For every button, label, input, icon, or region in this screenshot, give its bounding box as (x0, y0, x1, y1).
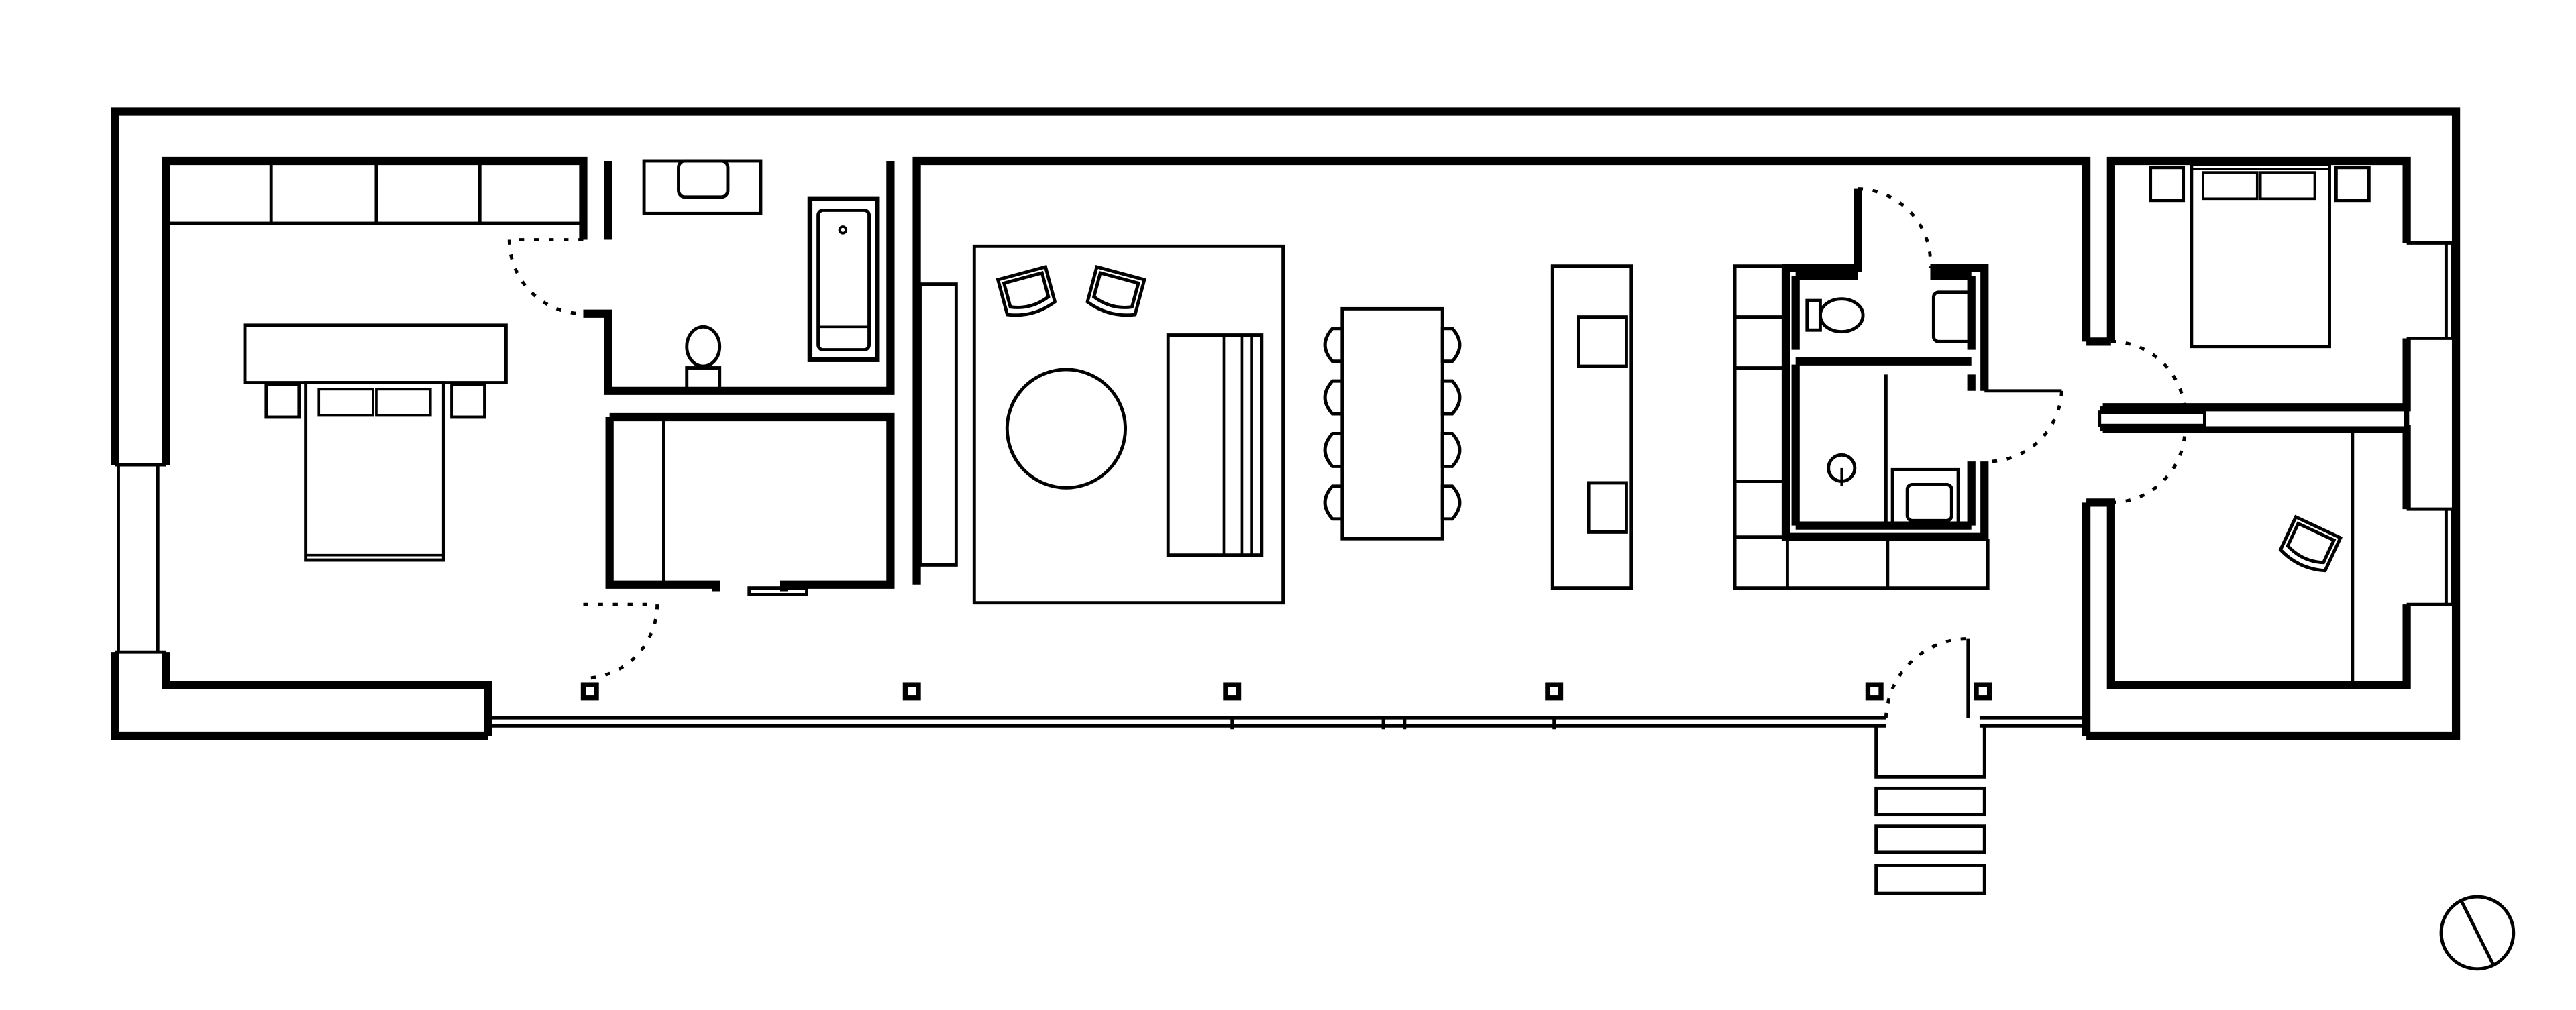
column (1865, 682, 1884, 701)
columns (580, 682, 1992, 701)
service-core (1781, 187, 2063, 541)
wardrobe (164, 159, 585, 225)
chair (1440, 432, 1462, 468)
chair (1440, 379, 1462, 416)
door-swing (2110, 429, 2187, 504)
nightstand (264, 382, 301, 419)
master-bedroom (164, 159, 585, 562)
door-swing (2110, 339, 2187, 416)
window-east-1 (2406, 241, 2457, 340)
double-bed (2190, 162, 2331, 349)
bedroom-north-east (2086, 156, 2457, 416)
desk-chair (2278, 514, 2343, 573)
console (918, 282, 958, 567)
bedroom-south-east (2086, 425, 2457, 689)
entry-steps (1874, 726, 1986, 895)
exterior-walls (111, 107, 2461, 740)
toilet (1805, 297, 1865, 334)
window-east-2 (2406, 507, 2457, 606)
bathtub (807, 196, 880, 362)
washbasin (1931, 290, 1975, 343)
column (1223, 682, 1242, 701)
chair (1440, 327, 1462, 363)
north-arrow-icon (2439, 895, 2516, 971)
window-south-glazing (488, 716, 2087, 730)
step (1874, 864, 1986, 895)
chair (1440, 484, 1462, 521)
kitchen-counter (1733, 264, 1990, 590)
chair (1323, 327, 1344, 363)
dining-table (1340, 306, 1444, 541)
washing-machine (1890, 467, 1960, 528)
nightstand (2149, 166, 2186, 203)
armchair (996, 264, 1057, 317)
nightstand (2334, 166, 2371, 203)
column (1545, 682, 1564, 701)
column (580, 682, 599, 701)
step (1874, 786, 1986, 817)
sofa (1166, 333, 1264, 557)
column (1974, 682, 1992, 701)
rug (972, 244, 1285, 605)
chair (1323, 379, 1344, 416)
door-swing (583, 602, 659, 680)
living-area (918, 244, 1285, 605)
column (902, 682, 921, 701)
door-swing (1988, 390, 2063, 463)
sliding-door (747, 586, 808, 596)
coffee-table (1005, 368, 1128, 490)
double-bed (304, 381, 445, 562)
nightstand (450, 382, 486, 419)
kitchen (1550, 264, 1990, 590)
chair (1323, 484, 1344, 521)
door-swing (507, 238, 584, 316)
headboard-shelf (243, 323, 508, 385)
door-swing (1858, 187, 1933, 268)
bathroom-west (583, 159, 895, 395)
step (1874, 824, 1986, 854)
entry-door-swing (1884, 637, 1968, 718)
dining-area (1323, 306, 1462, 541)
window-west (115, 463, 166, 654)
toilet (685, 325, 722, 391)
vanity (642, 159, 763, 215)
kitchen-island (1550, 264, 1633, 590)
chair (1323, 432, 1344, 468)
armchair (1085, 264, 1146, 317)
closet (583, 412, 895, 680)
